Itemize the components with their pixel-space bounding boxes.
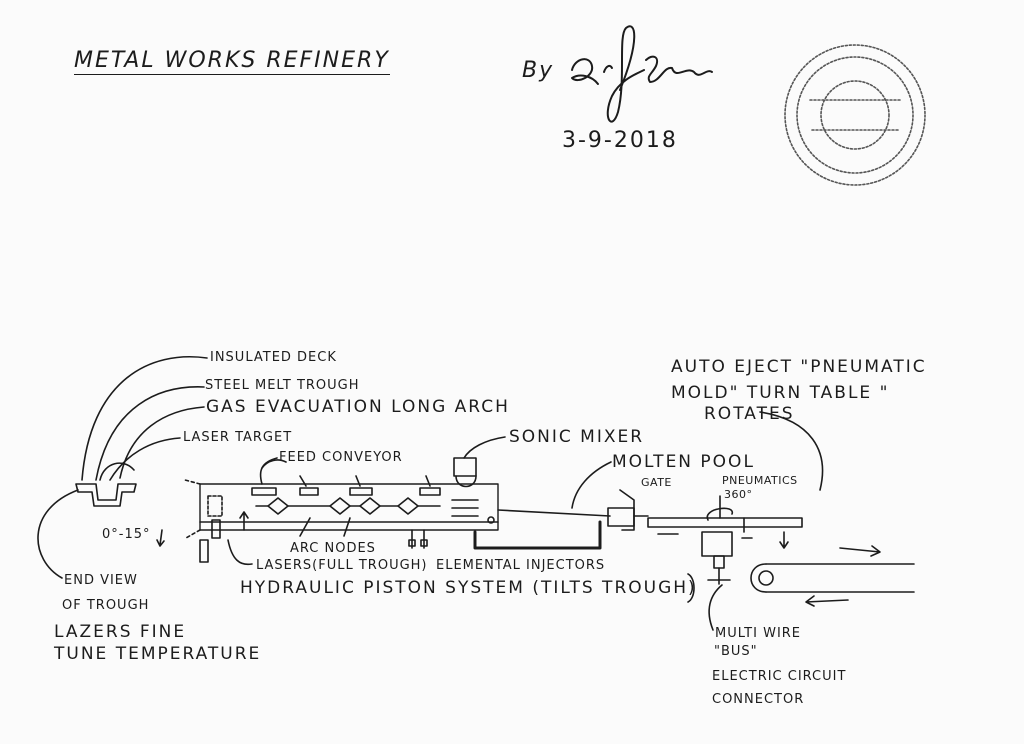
label-gate: GATE xyxy=(641,476,672,489)
label-gas-evacuation: GAS EVACUATION LONG ARCH xyxy=(206,397,510,417)
drawing-date: 3-9-2018 xyxy=(562,128,678,153)
tilt-indicator xyxy=(156,529,165,547)
label-insulated-deck: INSULATED DECK xyxy=(210,350,337,365)
label-lasers-full-trough: LASERS(FULL TROUGH) xyxy=(256,558,428,573)
arc-nodes-drawing xyxy=(255,497,441,537)
melt-trough xyxy=(184,479,611,550)
postal-stamp xyxy=(784,44,926,186)
page-title: METAL WORKS REFINERY xyxy=(74,48,390,75)
label-multi-wire-line2: "BUS" xyxy=(714,644,758,659)
label-360: 360° xyxy=(724,488,753,501)
elemental-injectors-drawing xyxy=(408,529,428,549)
label-sonic-mixer: SONIC MIXER xyxy=(509,427,645,447)
feed-conveyor-drawing xyxy=(251,459,441,496)
label-auto-eject-line1: AUTO EJECT "PNEUMATIC xyxy=(671,357,927,377)
gate-drawing xyxy=(607,489,649,531)
label-feed-conveyor: FEED CONVEYOR xyxy=(279,450,403,465)
label-pneumatics: PNEUMATICS xyxy=(722,474,798,487)
label-hydraulic-piston: HYDRAULIC PISTON SYSTEM (TILTS TROUGH) xyxy=(240,578,697,598)
sonic-mixer-drawing xyxy=(451,457,495,524)
by-label: By xyxy=(522,58,555,83)
label-lazers-fine-line1: LAZERS FINE xyxy=(54,622,187,642)
label-end-view-line2: OF TROUGH xyxy=(62,598,150,613)
label-multi-wire-line4: CONNECTOR xyxy=(712,692,805,707)
label-steel-melt-trough: STEEL MELT TROUGH xyxy=(205,378,360,393)
label-multi-wire-line1: MULTI WIRE xyxy=(715,626,802,641)
label-multi-wire-line3: ELECTRIC CIRCUIT xyxy=(712,669,847,684)
label-molten-pool: MOLTEN POOL xyxy=(612,452,755,472)
lasers-pistons-drawing xyxy=(199,495,253,566)
label-auto-eject-line3: ROTATES xyxy=(704,404,795,424)
label-lazers-fine-line2: TUNE TEMPERATURE xyxy=(54,644,262,664)
signature-drawing xyxy=(571,25,713,123)
end-view-trough xyxy=(75,462,137,507)
label-elemental-injectors: ELEMENTAL INJECTORS xyxy=(436,558,606,573)
label-arc-nodes: ARC NODES xyxy=(290,541,376,556)
label-end-view-line1: END VIEW xyxy=(64,573,138,588)
turn-table-drawing xyxy=(647,495,803,585)
label-laser-target: LASER TARGET xyxy=(183,430,293,445)
label-auto-eject-line2: MOLD" TURN TABLE " xyxy=(671,383,890,403)
output-conveyor-drawing xyxy=(750,545,915,607)
label-tilt-angle: 0°-15° xyxy=(102,527,151,542)
